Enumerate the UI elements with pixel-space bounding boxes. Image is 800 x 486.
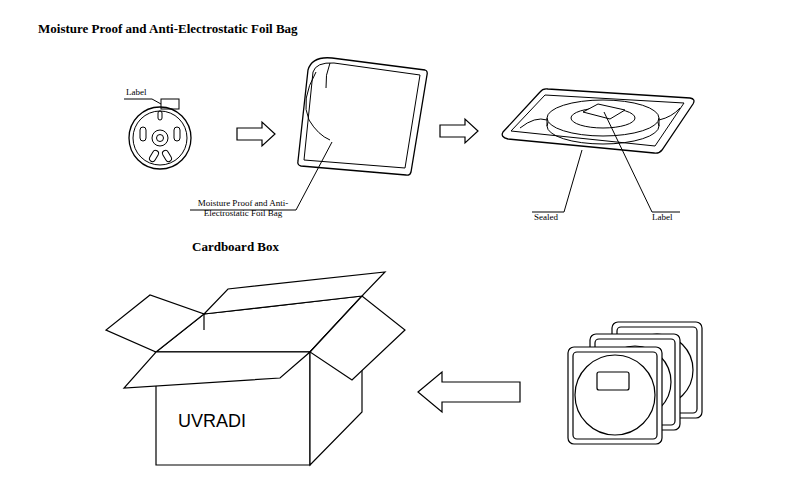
part-label: Label (652, 212, 673, 222)
foil-bag-drawing (190, 58, 427, 210)
reel-drawing (124, 99, 191, 169)
cardboard-box-drawing (106, 272, 405, 465)
part-label: Label (126, 87, 147, 97)
section-heading: Cardboard Box (192, 240, 279, 255)
brand-text: UVRADI (178, 411, 246, 432)
part-label: Moisture Proof and Anti-Electrostatic Fo… (186, 198, 300, 219)
part-label: Sealed (534, 212, 558, 222)
process-arrow (440, 119, 478, 143)
sealed-bag-drawing (502, 89, 694, 212)
diagram-title: Moisture Proof and Anti-Electrostatic Fo… (38, 22, 298, 37)
process-arrow (418, 372, 520, 412)
process-arrow (237, 122, 275, 146)
bag-stack-drawing (568, 322, 702, 444)
